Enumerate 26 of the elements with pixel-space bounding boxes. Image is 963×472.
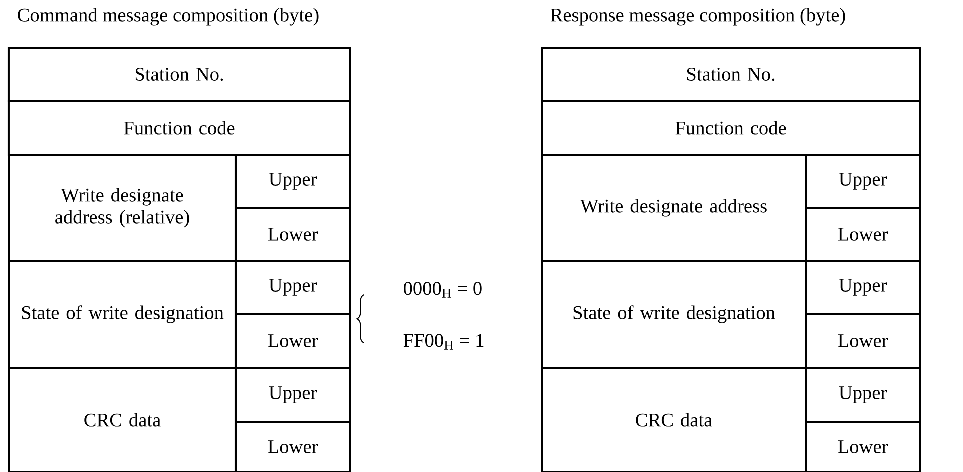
table-cell: Function code	[8, 100, 352, 156]
table-cell: State of write designation	[8, 260, 237, 369]
table-cell: Station No.	[541, 46, 921, 102]
table-cell: Upper	[235, 154, 351, 210]
table-cell: Lower	[235, 421, 351, 472]
table-cell: State of write designation	[541, 260, 807, 369]
table-cell: Upper	[235, 367, 351, 423]
table-cell: Write designate address	[541, 154, 807, 262]
table-cell: Write designate address (relative)	[8, 154, 237, 262]
table-title: Command message composition (byte)	[18, 8, 319, 26]
table-cell: Function code	[541, 100, 921, 156]
table-cell: Upper	[805, 260, 921, 316]
table-title: Response message composition (byte)	[550, 8, 846, 26]
table-cell: CRC data	[541, 367, 807, 472]
table-cell: CRC data	[8, 367, 237, 472]
table-cell: Station No.	[8, 46, 352, 102]
value-note: FF00$_{H}$ = 1	[404, 334, 484, 350]
value-note: 0000$_{H}$ = 0	[404, 282, 482, 298]
table-cell: Lower	[235, 313, 351, 369]
table-cell: Upper	[805, 154, 921, 210]
table-cell: Lower	[805, 313, 921, 369]
table-cell: Lower	[235, 206, 351, 262]
table-cell: Lower	[805, 206, 921, 262]
table-cell: Upper	[235, 260, 351, 316]
table-cell: Lower	[805, 421, 921, 472]
table-cell: Upper	[805, 367, 921, 423]
